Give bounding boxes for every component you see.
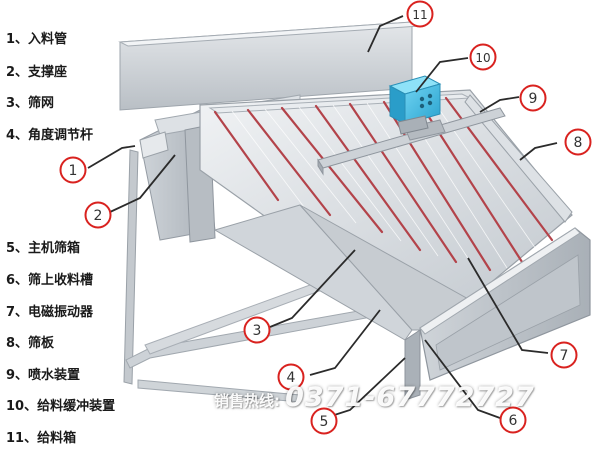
spray-beam: [317, 107, 506, 176]
callout-3: 3: [243, 316, 271, 344]
legend-item: 11、给料箱: [6, 431, 77, 446]
callout-number: 3: [253, 323, 262, 339]
legend-item: 5、主机筛箱: [6, 241, 81, 256]
legend-item: 4、角度调节杆: [6, 128, 94, 143]
legend-item: 9、喷水装置: [6, 368, 81, 383]
callout-8: 8: [564, 128, 592, 156]
callout-number: 11: [412, 8, 427, 22]
callout-circle: [84, 201, 112, 229]
callout-number: 1: [69, 163, 78, 179]
main-sieve-box: [213, 204, 471, 401]
hotline-label: 销售热线:: [214, 392, 280, 410]
callout-circle: [277, 363, 305, 391]
legend-item: 10、给料缓冲装置: [6, 399, 116, 414]
callout-6: 6: [499, 406, 527, 434]
callout-number: 6: [509, 413, 518, 429]
callout-circle: [59, 156, 87, 184]
callout-circle: [243, 316, 271, 344]
legend-item: 3、筛网: [6, 96, 55, 111]
callout-number: 9: [529, 91, 538, 107]
legend-item: 8、筛板: [6, 336, 55, 351]
oversize-trough: [419, 227, 591, 381]
callout-7: 7: [550, 341, 578, 369]
callout-number: 4: [287, 370, 296, 386]
callout-number: 10: [475, 51, 490, 65]
callout-11: 11: [406, 0, 434, 28]
callout-number: 7: [560, 348, 569, 364]
callout-number: 2: [94, 208, 103, 224]
sales-hotline: 销售热线: 0371-67772727: [214, 381, 535, 415]
callout-4: 4: [277, 363, 305, 391]
callout-1: 1: [59, 156, 87, 184]
legend-item: 6、筛上收料槽: [6, 273, 94, 288]
callout-number: 8: [574, 135, 583, 151]
legend-item: 7、电磁振动器: [6, 305, 94, 320]
callout-2: 2: [84, 201, 112, 229]
callout-circle: [499, 406, 527, 434]
callout-number: 5: [320, 414, 329, 430]
callout-10: 10: [469, 43, 497, 71]
callout-markers: 1 2 3 4 5 6 7 8 9 10 11: [59, 0, 592, 435]
callout-circle: [550, 341, 578, 369]
vibrator-unit: [388, 75, 442, 135]
callout-circle: [406, 0, 434, 28]
callout-circle: [469, 43, 497, 71]
legend-item: 1、入料管: [6, 32, 68, 47]
hotline-number: 0371-67772727: [285, 382, 535, 413]
callout-5: 5: [310, 407, 338, 435]
callout-circle: [519, 84, 547, 112]
legend-item: 2、支撑座: [6, 65, 68, 80]
right-side-plate: [464, 94, 573, 223]
callout-circle: [564, 128, 592, 156]
callout-circle: [310, 407, 338, 435]
callout-9: 9: [519, 84, 547, 112]
leader-lines: [87, 15, 558, 419]
